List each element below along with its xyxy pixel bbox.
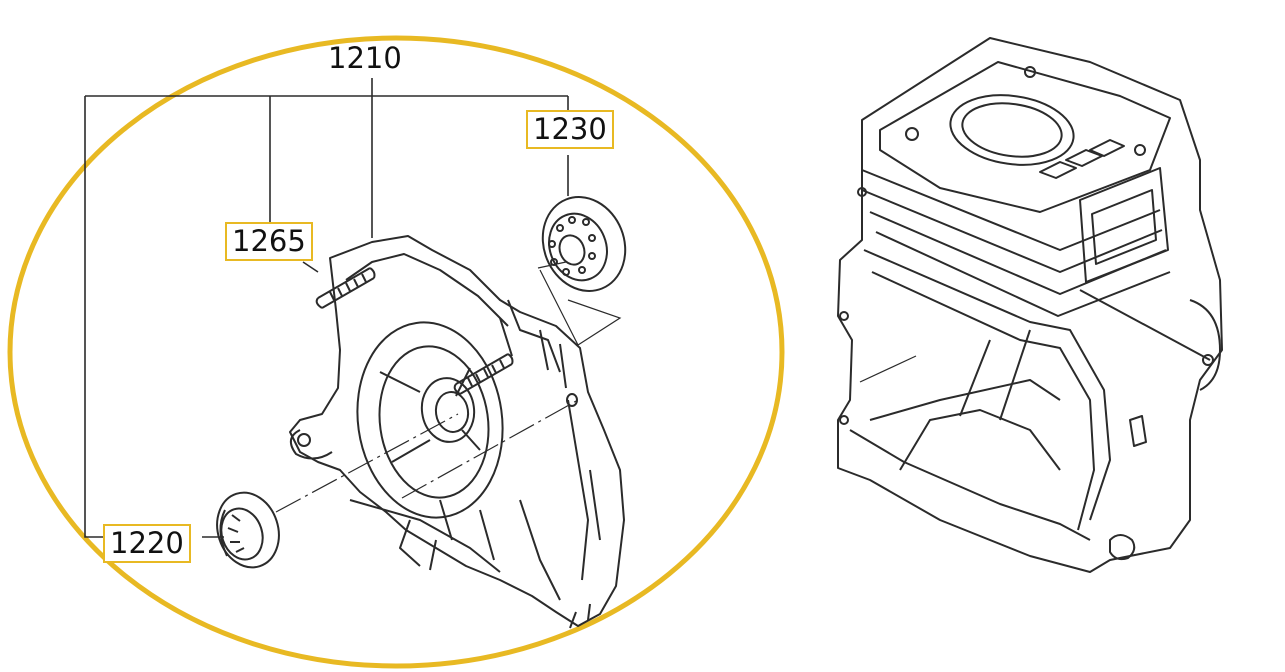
crankcase-cover-drawing	[289, 235, 625, 629]
oil-seal-drawing	[216, 491, 280, 569]
bearing-guide-lines	[537, 261, 622, 346]
leader-lines	[84, 78, 569, 538]
callout-1210-label: 1210	[328, 41, 402, 75]
stud-bolt-drawing	[315, 267, 514, 395]
callout-1230-label: 1230	[526, 110, 614, 149]
callout-1265-label: 1265	[225, 222, 313, 261]
callout-1220-label: 1220	[103, 524, 191, 563]
block-axis-line	[859, 355, 917, 383]
highlight-ellipse	[7, 35, 785, 669]
cover-axis-line	[401, 399, 579, 499]
bearing-drawing	[541, 196, 627, 292]
engine-block-drawing	[837, 37, 1223, 573]
